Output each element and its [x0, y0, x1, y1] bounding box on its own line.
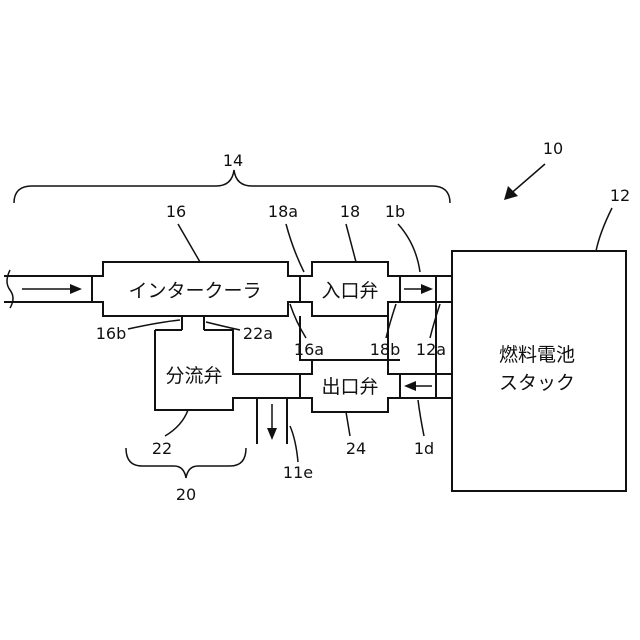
label-exhaust-port: 11e — [283, 463, 313, 482]
brace-upper — [14, 170, 450, 203]
inlet-passage-arrow-head — [421, 284, 433, 294]
leader-intercooler-port-a — [290, 304, 306, 338]
label-stack-port: 12a — [416, 340, 446, 359]
leader-intercooler-port-b — [128, 320, 180, 329]
leader-stack — [596, 208, 612, 251]
label-system: 10 — [543, 139, 563, 158]
leader-inlet-valve — [346, 224, 356, 262]
label-inlet-passage: 1b — [385, 202, 405, 221]
exhaust-arrow-head — [267, 428, 277, 440]
label-intercooler-port-b: 16b — [96, 324, 127, 343]
label-outlet-valve-ref: 24 — [346, 439, 366, 458]
bypass-valve-label: 分流弁 — [165, 365, 222, 387]
label-inlet-valve-port-b: 18b — [370, 340, 401, 359]
brace-lower — [126, 448, 246, 478]
outlet-passage-arrow-head — [404, 381, 416, 391]
label-inlet-valve-ref: 18 — [340, 202, 360, 221]
leader-exhaust — [290, 426, 298, 462]
stack-connector-top — [436, 276, 452, 302]
stack-connector-bottom — [436, 374, 452, 398]
leader-outlet-passage — [418, 400, 424, 436]
label-intercooler-ref: 16 — [166, 202, 186, 221]
label-bypass-port: 22a — [243, 324, 273, 343]
label-intercooler-port-a: 16a — [294, 340, 324, 359]
leader-outlet-valve — [346, 412, 350, 436]
label-outlet-passage: 1d — [414, 439, 434, 458]
leader-bypass-valve — [165, 410, 188, 436]
inlet-flow-arrow-head — [70, 284, 82, 294]
leader-bypass-port — [206, 322, 240, 330]
label-stack-ref: 12 — [610, 186, 630, 205]
stack-label-line2: スタック — [499, 372, 575, 394]
fuel-cell-stack — [452, 251, 626, 491]
intercooler-label: インタークーラ — [128, 280, 261, 302]
intercooler-to-bypass-wall — [182, 316, 204, 330]
label-bypass-valve-ref: 22 — [152, 439, 172, 458]
system-arrow-line — [508, 164, 545, 196]
outlet-valve-label: 出口弁 — [321, 376, 378, 398]
stack-label-line1: 燃料電池 — [499, 344, 575, 366]
leader-inlet-passage — [398, 224, 420, 272]
inlet-valve-label: 入口弁 — [321, 280, 378, 302]
system-arrow-head — [504, 186, 518, 200]
label-inlet-valve-port: 18a — [268, 202, 298, 221]
label-group-upper: 14 — [223, 151, 243, 170]
label-group-lower: 20 — [176, 485, 196, 504]
leader-intercooler — [178, 224, 200, 262]
